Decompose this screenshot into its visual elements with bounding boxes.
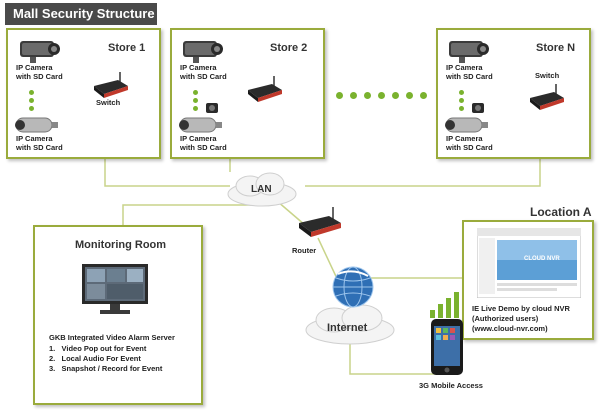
mobile-phone-icon xyxy=(431,319,463,375)
location-a-title: Location A xyxy=(530,205,592,219)
camera-label: IP Camera with SD Card xyxy=(446,63,493,81)
mobile-access-label: 3G Mobile Access xyxy=(419,381,483,390)
demo-line-3: (www.cloud-nvr.com) xyxy=(472,324,548,333)
ip-camera-icon xyxy=(449,41,489,63)
demo-line-2: (Authorized users) xyxy=(472,314,539,323)
router-icon xyxy=(299,207,341,237)
switch-icon xyxy=(530,84,564,110)
ip-camera-icon xyxy=(15,117,58,133)
internet-label: Internet xyxy=(327,322,368,334)
switch-label: Switch xyxy=(535,71,560,80)
feature-item: 2. Local Audio For Event xyxy=(49,354,141,363)
ellipsis-dot xyxy=(29,98,34,103)
feature-item: 1. Video Pop out for Event xyxy=(49,344,147,353)
ellipsis-dot xyxy=(193,98,198,103)
store-1-box: Store 1 IP Camera with SD Card IP Camera… xyxy=(6,28,161,159)
ellipsis-dot xyxy=(392,92,399,99)
monitoring-room-box: Monitoring Room GKB Integrated Video Ala… xyxy=(33,225,203,405)
store-2-box: Store 2 IP Camera with SD Card IP Camera… xyxy=(170,28,325,159)
ellipsis-dot xyxy=(336,92,343,99)
lan-cloud-icon xyxy=(227,172,297,207)
ellipsis-dot xyxy=(193,90,198,95)
store-name: Store 2 xyxy=(270,42,308,54)
camera-label: IP Camera with SD Card xyxy=(446,134,493,152)
feature-item: 3. Snapshot / Record for Event xyxy=(49,364,163,373)
store-n-box: Store N IP Camera with SD Card IP Camera… xyxy=(436,28,591,159)
switch-label: Switch xyxy=(96,98,121,107)
screen-text: CLOUD NVR xyxy=(524,256,560,262)
ellipsis-dot xyxy=(406,92,413,99)
ellipsis-dot xyxy=(193,106,198,111)
ellipsis-dot xyxy=(29,106,34,111)
ellipsis-dot xyxy=(420,92,427,99)
location-a-box: CLOUD NVR IE Live Demo by cloud NVR (Aut… xyxy=(462,220,594,340)
ip-camera-icon xyxy=(179,117,222,133)
camera-label: IP Camera with SD Card xyxy=(180,63,227,81)
browser-screenshot-icon xyxy=(477,228,581,298)
internet-cloud-icon xyxy=(305,304,395,345)
ellipsis-dot xyxy=(378,92,385,99)
ip-camera-icon xyxy=(20,41,60,63)
ip-camera-icon xyxy=(183,41,223,63)
server-label: GKB Integrated Video Alarm Server xyxy=(49,333,175,342)
store-name: Store 1 xyxy=(108,42,146,54)
ellipsis-dot xyxy=(350,92,357,99)
ellipsis-dot xyxy=(29,90,34,95)
diagram-title: Mall Security Structure xyxy=(5,3,157,25)
wireless-camera-icon xyxy=(206,103,218,113)
ellipsis-dot xyxy=(364,92,371,99)
ellipsis-dot xyxy=(459,98,464,103)
ip-camera-icon xyxy=(445,117,488,133)
store-name: Store N xyxy=(536,42,576,54)
wireless-camera-icon xyxy=(472,103,484,113)
router-label: Router xyxy=(292,246,317,255)
switch-icon xyxy=(248,76,282,102)
camera-label: IP Camera with SD Card xyxy=(16,134,63,152)
ellipsis-dot xyxy=(459,90,464,95)
monitoring-room-title: Monitoring Room xyxy=(75,239,167,251)
monitor-icon xyxy=(82,264,148,314)
switch-icon xyxy=(94,72,128,98)
camera-label: IP Camera with SD Card xyxy=(180,134,227,152)
signal-icon xyxy=(430,292,459,318)
ellipsis-dot xyxy=(459,106,464,111)
globe-icon xyxy=(332,266,374,308)
camera-label: IP Camera with SD Card xyxy=(16,63,63,81)
lan-label: LAN xyxy=(251,184,272,195)
demo-line-1: IE Live Demo by cloud NVR xyxy=(472,304,570,313)
